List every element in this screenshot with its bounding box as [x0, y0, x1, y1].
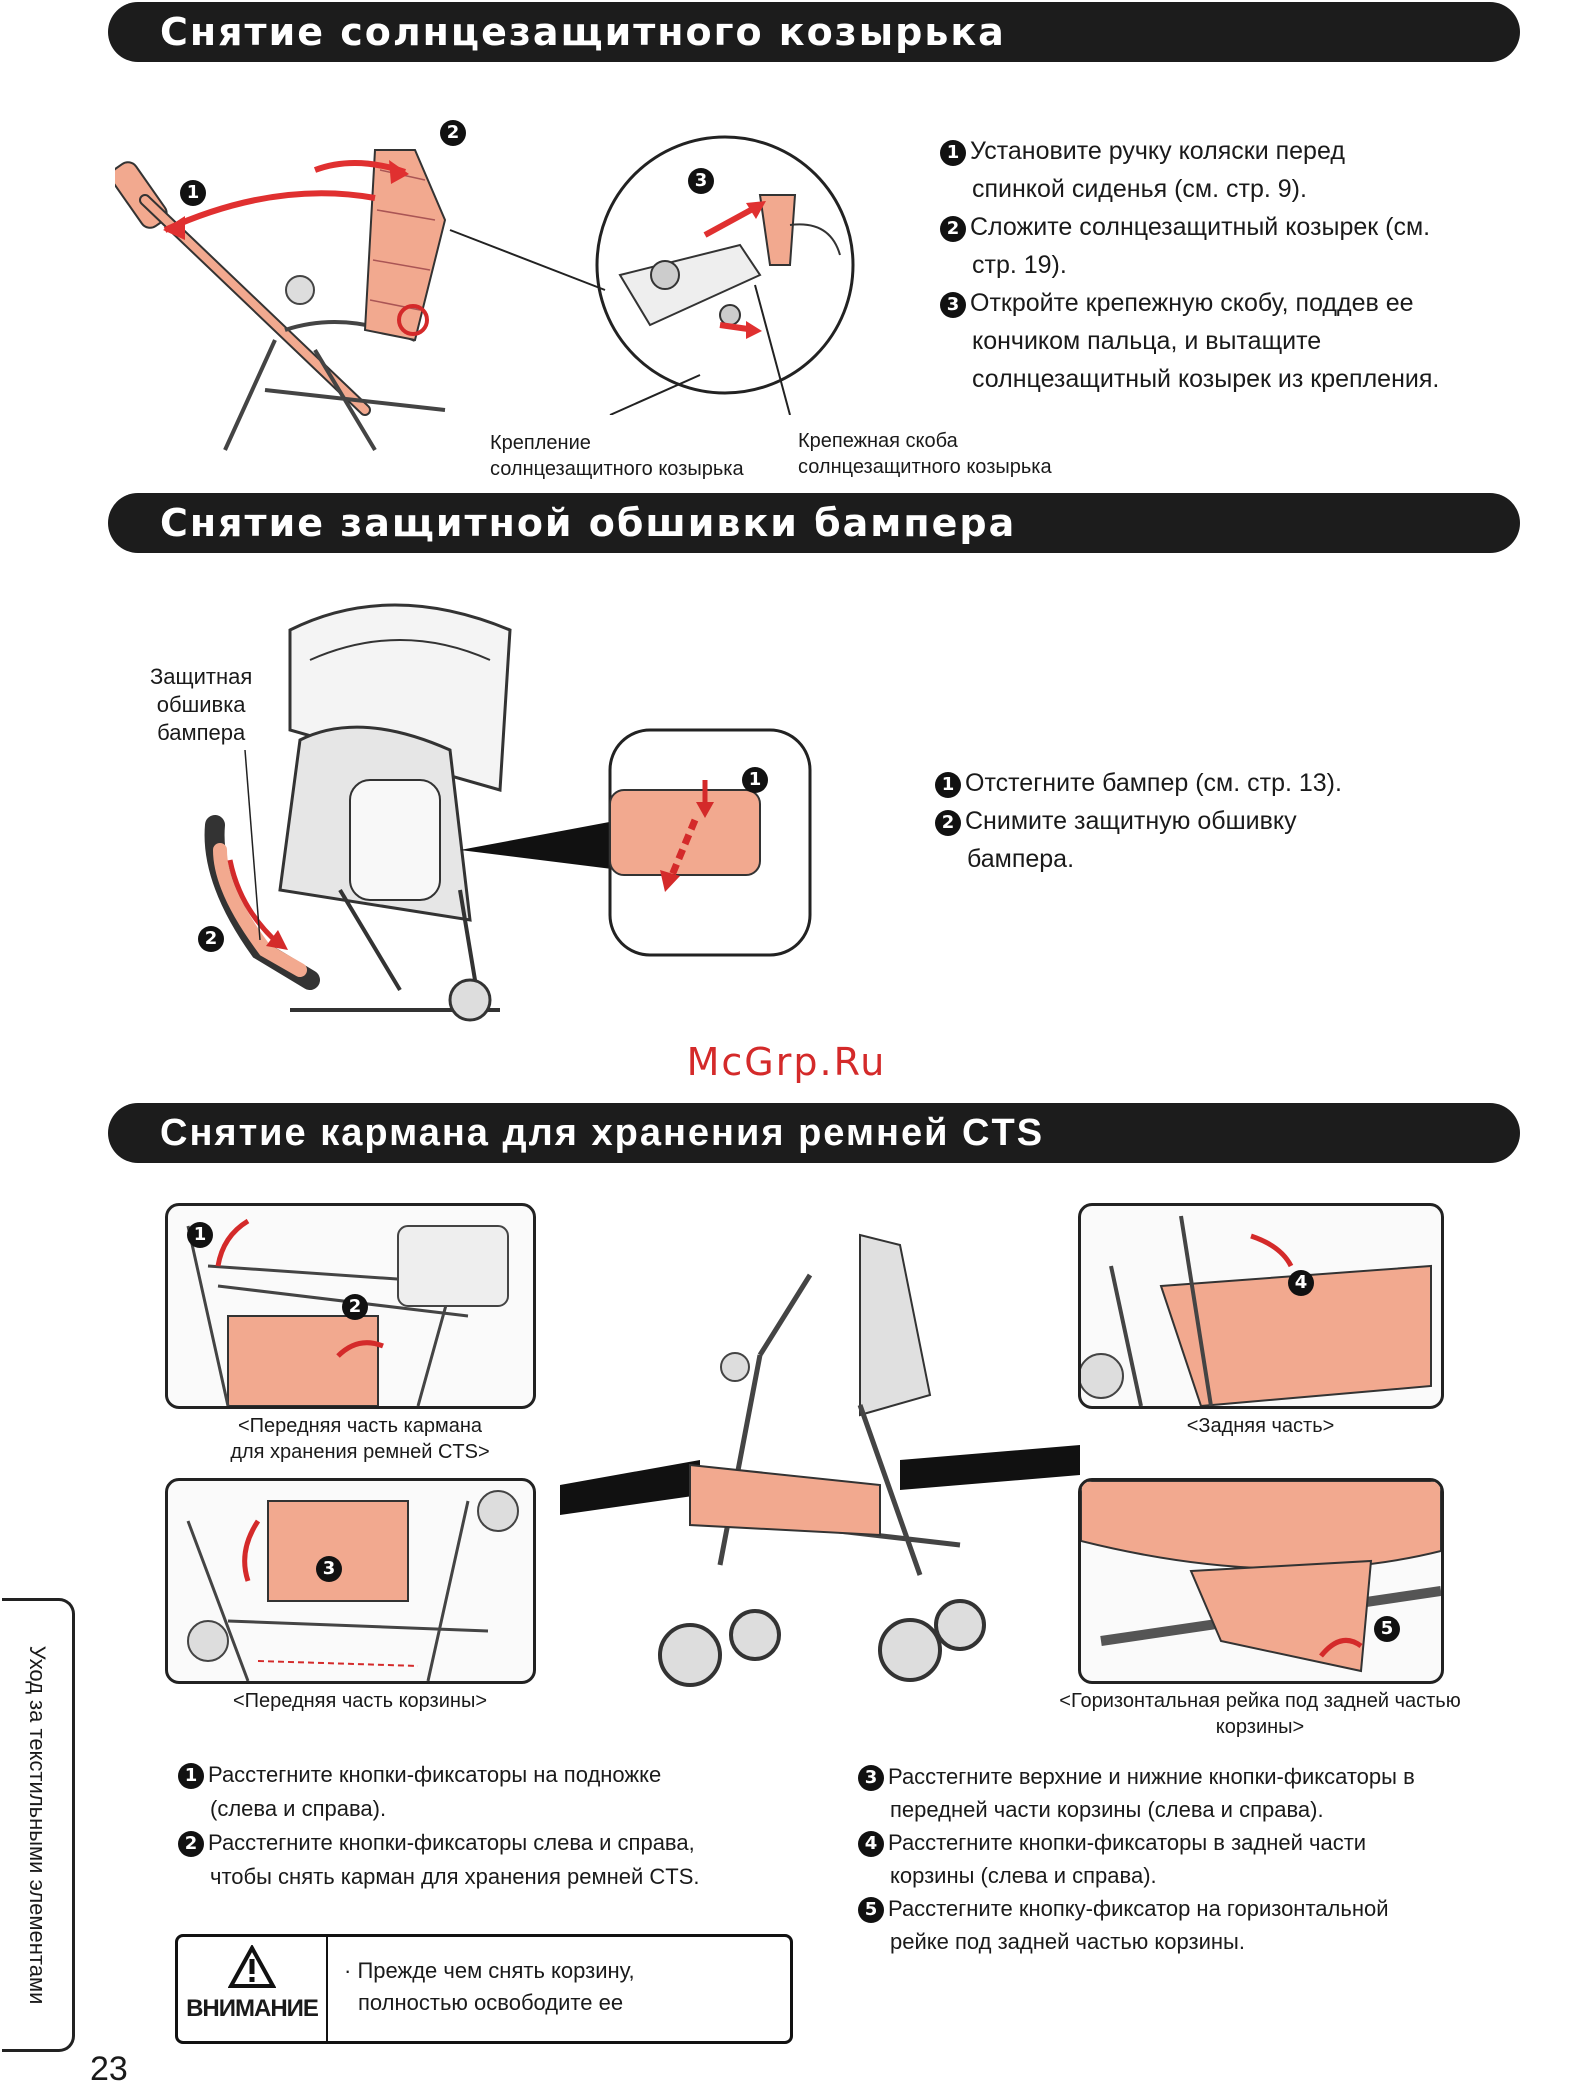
panel-front-pocket [165, 1203, 536, 1409]
watermark: McGrp.Ru [686, 1040, 887, 1084]
cts-marker-2: 2 [342, 1294, 372, 1320]
bumper-marker-1: 1 [742, 767, 772, 793]
caption-front-pocket: <Передняя часть кармана для хранения рем… [230, 1415, 490, 1463]
stroller-canopy-illustration [115, 149, 447, 452]
caption-front-basket: <Передняя часть корзины> [232, 1690, 488, 1712]
section-header-bumper: Снятие защитной обшивки бампера [108, 493, 1520, 553]
cts-marker-1: 1 [187, 1222, 217, 1248]
bumper-detail-zoom [460, 728, 812, 957]
canopy-marker-2: 2 [440, 120, 470, 146]
bumper-marker-2: 2 [198, 926, 228, 952]
bumper-label: Защитная обшивка бампера [150, 664, 253, 745]
section-header-canopy: Снятие солнцезащитного козырька [108, 2, 1520, 62]
warning-triangle-icon [228, 1945, 276, 1988]
canopy-marker-3: 3 [688, 168, 718, 194]
front-basket-illustration [186, 1490, 519, 1681]
section-title: Снятие защитной обшивки бампера [160, 501, 1017, 545]
caption-rear: <Задняя часть> [1186, 1415, 1335, 1437]
stroller-bumper-illustration [204, 603, 512, 1022]
warning-text: · Прежде чем снять корзину, полностью ос… [344, 1958, 635, 2015]
page-number: 23 [90, 2050, 128, 2088]
warning-box: ВНИМАНИЕ · Прежде чем снять корзину, пол… [175, 1934, 793, 2044]
panel-rear [1078, 1203, 1444, 1409]
sidebar-chapter-tab: Уход за текстильными элементами [2, 1598, 75, 2052]
section-header-cts: Снятие кармана для хранения ремней CTS [108, 1103, 1520, 1163]
panel-front-basket [165, 1478, 536, 1684]
cts-marker-5: 5 [1374, 1616, 1404, 1642]
callout-canopy-mount: Крепление солнцезащитного козырька [490, 432, 744, 480]
front-pocket-illustration [186, 1218, 509, 1406]
canopy-marker-1: 1 [180, 180, 210, 206]
section-title: Снятие солнцезащитного козырька [160, 10, 1006, 54]
rear-illustration [1081, 1215, 1432, 1406]
leader-line-connector [449, 229, 606, 291]
canopy-detail-zoom [595, 135, 855, 415]
panel-rail [1078, 1478, 1444, 1684]
cts-marker-3: 3 [316, 1556, 346, 1582]
rail-illustration [1081, 1481, 1441, 1673]
caption-rail: <Горизонтальная рейка под задней частью … [1059, 1690, 1461, 1738]
callout-canopy-clip: Крепежная скоба солнцезащитного козырька [798, 430, 1052, 478]
stroller-basket-illustration [560, 1233, 1080, 1687]
cts-marker-4: 4 [1288, 1270, 1318, 1296]
warning-badge: ВНИМАНИЕ [178, 1937, 328, 2041]
section-title: Снятие кармана для хранения ремней CTS [160, 1112, 1045, 1154]
